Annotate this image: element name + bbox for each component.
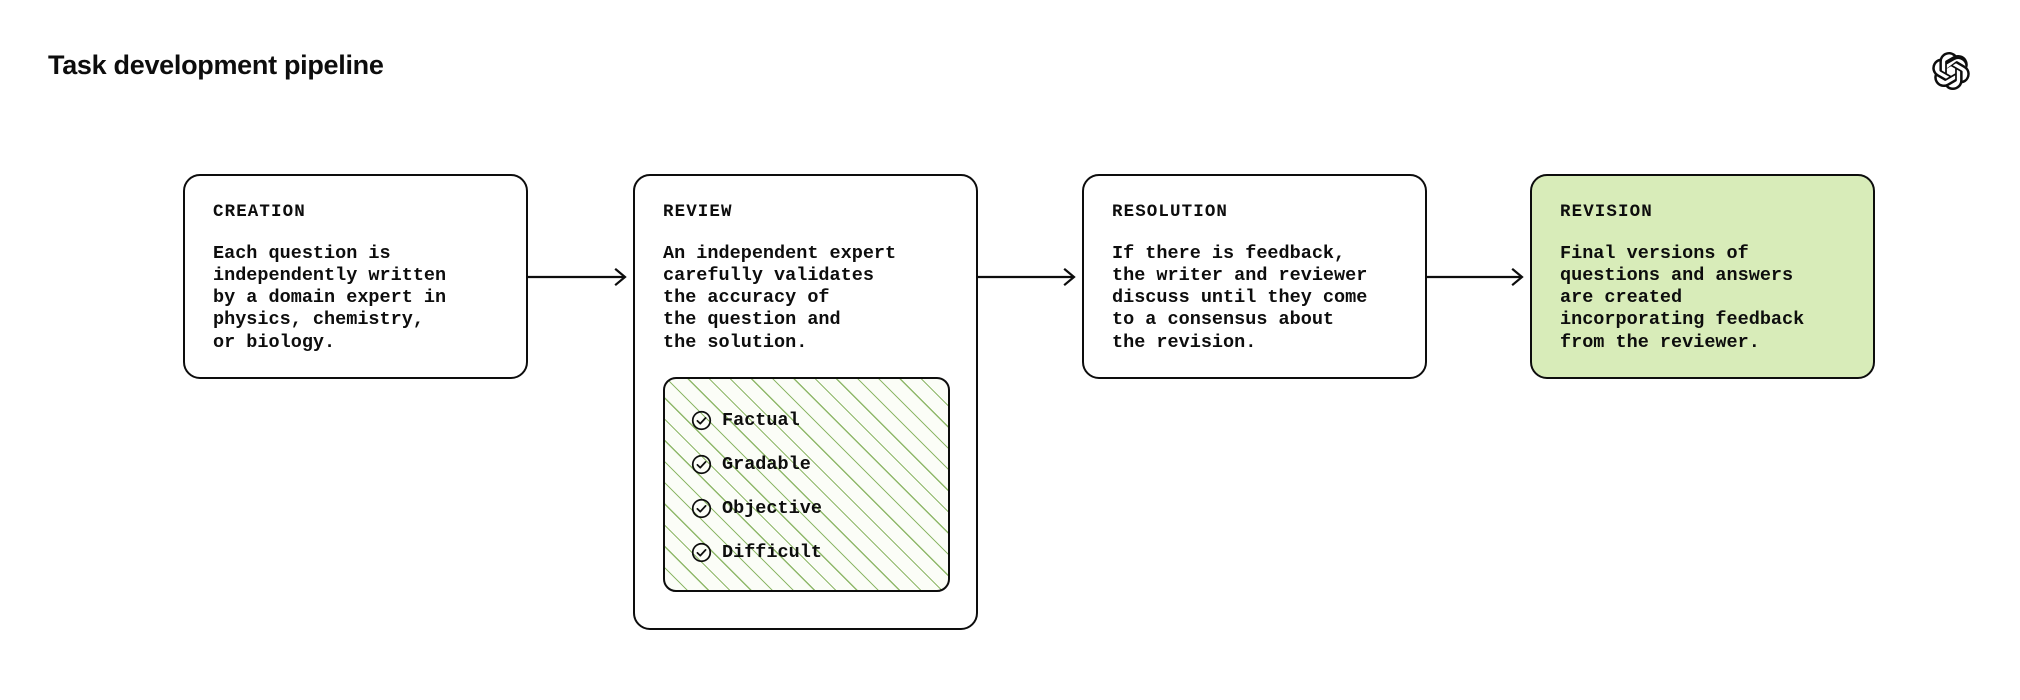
arrow-right-icon <box>1427 266 1530 288</box>
stage-card-review[interactable]: REVIEW An independent expert carefully v… <box>633 174 978 630</box>
stage-kicker: REVIEW <box>663 202 733 222</box>
check-circle-icon <box>691 454 712 475</box>
stage-card-resolution[interactable]: RESOLUTION If there is feedback, the wri… <box>1082 174 1427 379</box>
criteria-item: Gradable <box>691 443 948 487</box>
check-circle-icon <box>691 542 712 563</box>
stage-body: Each question is independently written b… <box>213 242 447 353</box>
page-title: Task development pipeline <box>48 50 384 80</box>
review-criteria-box: Factual Gradable Objecti <box>663 376 950 592</box>
arrow-right-icon <box>978 266 1082 288</box>
stage-kicker: REVISION <box>1560 202 1653 222</box>
criteria-label: Gradable <box>722 453 811 475</box>
stage-card-creation[interactable]: CREATION Each question is independently … <box>183 174 528 379</box>
criteria-label: Objective <box>722 497 822 519</box>
criteria-label: Factual <box>722 409 800 431</box>
stage-body: If there is feedback, the writer and rev… <box>1112 242 1368 353</box>
arrow-right-icon <box>528 266 633 288</box>
check-circle-icon <box>691 498 712 519</box>
check-circle-icon <box>691 410 712 431</box>
stage-card-revision[interactable]: REVISION Final versions of questions and… <box>1530 174 1875 379</box>
criteria-item: Objective <box>691 487 948 531</box>
stage-kicker: RESOLUTION <box>1112 202 1229 222</box>
stage-body: Final versions of questions and answers … <box>1560 242 1805 353</box>
criteria-item: Factual <box>691 399 948 443</box>
criteria-label: Difficult <box>722 541 822 563</box>
openai-logo-icon <box>1932 52 1970 91</box>
criteria-item: Difficult <box>691 531 948 575</box>
stage-kicker: CREATION <box>213 202 306 222</box>
stage-body: An independent expert carefully validate… <box>663 242 897 353</box>
